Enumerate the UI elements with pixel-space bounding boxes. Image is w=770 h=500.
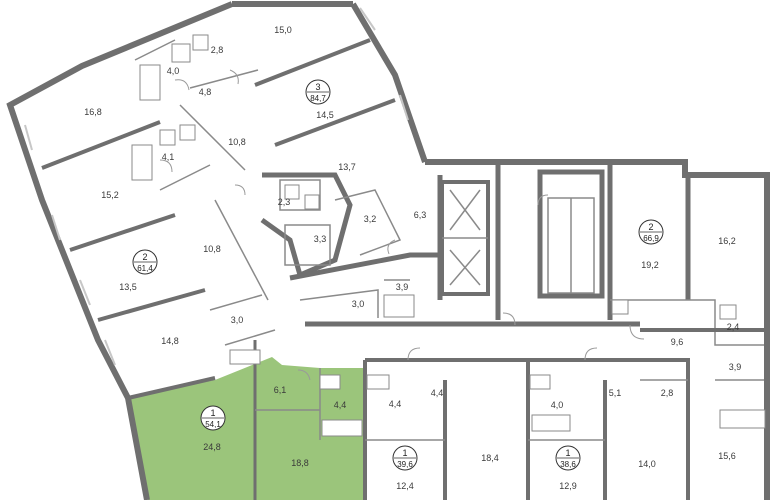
right-wing-walls (253, 159, 770, 500)
room-area: 4,4 (334, 400, 347, 410)
apartment-badge-apt-2b[interactable]: 2 66,9 (638, 219, 664, 245)
apartment-rooms: 2 (648, 222, 653, 232)
room-area: 3,9 (729, 362, 742, 372)
apartment-badge-apt-1b[interactable]: 1 39,6 (392, 445, 418, 471)
room-area: 18,8 (291, 458, 309, 468)
apartment-rooms: 3 (315, 82, 320, 92)
room-area: 15,2 (101, 190, 119, 200)
room-area: 2,3 (278, 197, 291, 207)
room-area: 15,6 (718, 451, 736, 461)
apartment-area: 61,4 (137, 264, 153, 273)
room-area: 2,8 (661, 388, 674, 398)
room-area: 16,2 (718, 236, 736, 246)
room-area: 19,2 (641, 260, 659, 270)
room-area: 10,8 (228, 137, 246, 147)
highlighted-apartment-area[interactable] (130, 357, 365, 500)
room-area: 13,5 (119, 282, 137, 292)
room-area: 2,8 (211, 45, 224, 55)
room-area: 24,8 (203, 442, 221, 452)
apartment-badge-apt-1a[interactable]: 1 54,1 (200, 405, 226, 431)
room-area: 14,8 (161, 336, 179, 346)
room-area: 15,0 (274, 25, 292, 35)
apartment-rooms: 2 (142, 252, 147, 262)
apartment-badge-apt-3[interactable]: 3 84,7 (305, 79, 331, 105)
apartment-area: 39,6 (397, 460, 413, 469)
room-area: 3,0 (352, 299, 365, 309)
room-area: 9,6 (671, 337, 684, 347)
bathroom-fixtures (131, 34, 766, 437)
room-labels: 15,0 2,8 4,0 4,8 16,8 14,5 10,8 4,1 13,7… (84, 25, 741, 491)
room-area: 10,8 (203, 244, 221, 254)
room-area: 4,4 (389, 399, 402, 409)
room-area: 4,8 (199, 87, 212, 97)
room-area: 13,7 (338, 162, 356, 172)
room-area: 3,2 (364, 214, 377, 224)
room-area: 6,3 (414, 210, 427, 220)
apartment-area: 84,7 (310, 94, 326, 103)
apartment-rooms: 1 (565, 448, 570, 458)
room-area: 3,9 (396, 282, 409, 292)
room-area: 4,0 (551, 400, 564, 410)
left-wing-walls (6, 1, 428, 500)
apartment-area: 66,9 (643, 234, 659, 243)
apartment-rooms: 1 (402, 448, 407, 458)
room-area: 2,4 (727, 322, 740, 332)
door-swings (159, 69, 645, 381)
room-area: 5,1 (609, 388, 622, 398)
room-area: 4,1 (162, 152, 175, 162)
apartment-area: 54,1 (205, 420, 221, 429)
apartment-badge-apt-1c[interactable]: 1 38,6 (555, 445, 581, 471)
room-area: 4,4 (431, 388, 444, 398)
room-area: 3,0 (231, 315, 244, 325)
apartment-rooms: 1 (210, 408, 215, 418)
room-area: 16,8 (84, 107, 102, 117)
room-area: 3,3 (314, 234, 327, 244)
room-area: 18,4 (481, 453, 499, 463)
room-area: 6,1 (274, 385, 287, 395)
apartment-area: 38,6 (560, 460, 576, 469)
room-area: 12,9 (559, 481, 577, 491)
room-area: 4,0 (167, 66, 180, 76)
central-core-walls (260, 172, 640, 327)
room-area: 14,0 (638, 459, 656, 469)
room-area: 12,4 (396, 481, 414, 491)
apartment-badge-apt-2a[interactable]: 2 61,4 (132, 249, 158, 275)
room-area: 14,5 (316, 110, 334, 120)
